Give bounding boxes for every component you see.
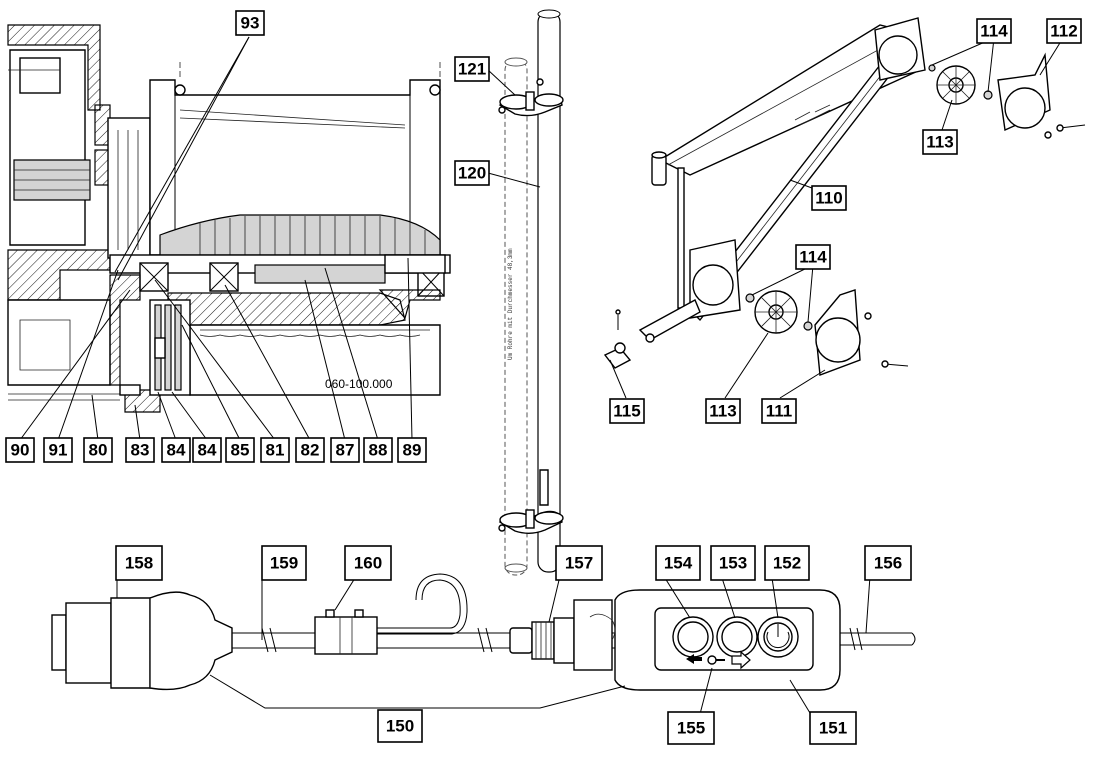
cable-hook-clamp	[314, 573, 468, 655]
label-120: 120	[454, 160, 490, 186]
svg-text:115: 115	[613, 402, 640, 421]
drawing-number: 060-100.000	[325, 377, 393, 391]
label-121: 121	[454, 56, 490, 82]
label-157: 157	[555, 545, 603, 581]
svg-text:88: 88	[369, 441, 388, 460]
svg-text:84: 84	[198, 441, 217, 460]
tube-text: Um Rohre mit Durchmesser 48,3mm	[507, 248, 514, 360]
boom-arm-assembly	[603, 17, 1086, 399]
label-83: 83	[125, 437, 155, 463]
svg-text:114: 114	[980, 22, 1008, 41]
svg-text:91: 91	[49, 441, 68, 460]
svg-text:90: 90	[11, 441, 30, 460]
label-85: 85	[225, 437, 255, 463]
label-160: 160	[344, 545, 392, 581]
label-88: 88	[363, 437, 393, 463]
label-84: 84	[161, 437, 191, 463]
label-150: 150	[377, 709, 423, 743]
svg-text:85: 85	[231, 441, 250, 460]
svg-text:152: 152	[773, 554, 801, 573]
label-152: 152	[764, 545, 810, 581]
upper-coupler-clamp	[498, 78, 564, 117]
label-90: 90	[5, 437, 35, 463]
scaffold-tube-assembly: Um Rohre mit Durchmesser 48,3mm	[487, 9, 564, 576]
svg-text:155: 155	[677, 719, 705, 738]
label-112: 112	[1046, 18, 1082, 44]
label-115: 115	[609, 398, 645, 424]
label-153: 153	[710, 545, 756, 581]
svg-text:120: 120	[458, 164, 486, 183]
svg-text:156: 156	[874, 554, 902, 573]
cable-and-controller	[51, 562, 916, 715]
svg-text:113: 113	[709, 402, 736, 421]
bottom-pulley	[745, 290, 813, 334]
svg-text:151: 151	[819, 719, 847, 738]
top-pulley	[928, 64, 993, 105]
label-84: 84	[192, 437, 222, 463]
lower-coupler-clamp	[498, 469, 564, 534]
label-113: 113	[922, 129, 958, 155]
label-154: 154	[655, 545, 701, 581]
svg-text:153: 153	[719, 554, 747, 573]
pendant-controller	[589, 589, 841, 691]
svg-text:84: 84	[167, 441, 186, 460]
label-114: 114	[976, 18, 1012, 44]
label-158: 158	[115, 545, 163, 581]
leader-lines-winch	[19, 36, 413, 441]
svg-text:83: 83	[131, 441, 150, 460]
svg-text:112: 112	[1050, 22, 1077, 41]
svg-text:150: 150	[386, 717, 414, 736]
svg-text:110: 110	[815, 189, 842, 208]
svg-text:81: 81	[266, 441, 285, 460]
svg-text:160: 160	[354, 554, 382, 573]
cee-plug	[51, 591, 233, 691]
label-110: 110	[811, 185, 847, 211]
arrow-left-icon	[686, 654, 694, 664]
arrow-right-icon	[731, 650, 751, 670]
label-80: 80	[83, 437, 113, 463]
label-155: 155	[667, 711, 715, 745]
svg-text:158: 158	[125, 554, 153, 573]
label-91: 91	[43, 437, 73, 463]
cable-connector	[509, 599, 613, 671]
label-113: 113	[705, 398, 741, 424]
svg-text:93: 93	[241, 14, 260, 33]
svg-text:157: 157	[565, 554, 593, 573]
label-82: 82	[295, 437, 325, 463]
label-151: 151	[809, 711, 857, 745]
svg-text:111: 111	[766, 402, 793, 421]
svg-text:80: 80	[89, 441, 108, 460]
label-93: 93	[235, 10, 265, 36]
svg-text:89: 89	[403, 441, 422, 460]
winch-cross-section: 060-100.000	[7, 24, 451, 441]
label-111: 111	[761, 398, 797, 424]
svg-text:113: 113	[926, 133, 953, 152]
label-89: 89	[397, 437, 427, 463]
label-159: 159	[261, 545, 307, 581]
label-87: 87	[330, 437, 360, 463]
label-156: 156	[864, 545, 912, 581]
svg-text:159: 159	[270, 554, 298, 573]
svg-text:114: 114	[799, 248, 827, 267]
svg-text:87: 87	[336, 441, 355, 460]
label-114: 114	[795, 244, 831, 270]
label-81: 81	[260, 437, 290, 463]
svg-text:154: 154	[664, 554, 693, 573]
svg-text:82: 82	[301, 441, 320, 460]
svg-text:121: 121	[458, 60, 486, 79]
